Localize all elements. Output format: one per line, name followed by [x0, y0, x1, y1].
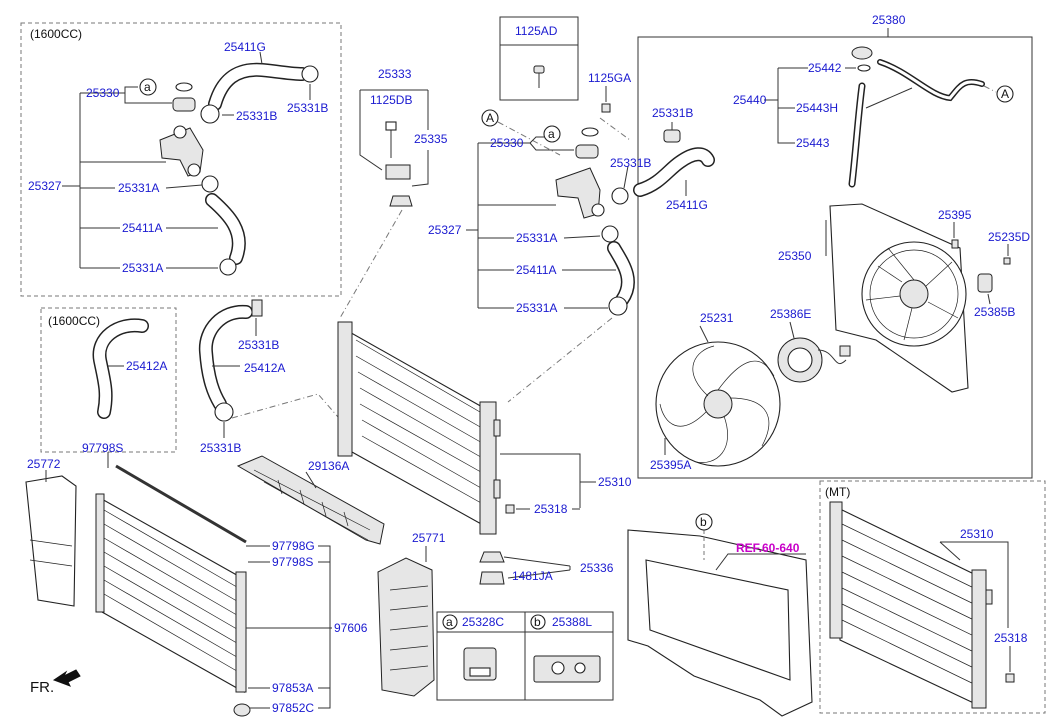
label-25412A-mid: 25412A — [126, 359, 167, 373]
label-25331B-left-1: 25331B — [236, 109, 277, 123]
label-25335: 25335 — [414, 132, 448, 146]
label-97606: 97606 — [334, 621, 368, 635]
label-mt: (MT) — [825, 485, 850, 499]
label-25327-left: 25327 — [28, 179, 62, 193]
group-fan-assembly — [637, 36, 1033, 479]
label-25330-right: 25330 — [490, 136, 524, 150]
label-25385B: 25385B — [974, 305, 1015, 319]
label-25395A: 25395A — [650, 458, 691, 472]
label-25386E: 25386E — [770, 307, 811, 321]
label-25328C: 25328C — [462, 615, 504, 629]
label-25440: 25440 — [733, 93, 767, 107]
circle-a-1: a — [144, 80, 151, 94]
label-25443: 25443 — [796, 136, 830, 150]
label-25395: 25395 — [938, 208, 972, 222]
label-25331B-right-2: 25331B — [610, 156, 651, 170]
label-1125GA: 1125GA — [588, 71, 631, 85]
circle-A-2: A — [1001, 87, 1009, 101]
label-25350: 25350 — [778, 249, 812, 263]
circle-a-3: a — [446, 615, 453, 629]
label-25772: 25772 — [27, 457, 61, 471]
label-29136A: 29136A — [308, 459, 349, 473]
label-25331A-left-2: 25331A — [122, 261, 163, 275]
label-25330-left: 25330 — [86, 86, 120, 100]
label-97798S-top: 97798S — [82, 441, 123, 455]
label-25331A-left-1: 25331A — [118, 181, 159, 195]
group-1600cc-top — [20, 22, 342, 297]
group-mt — [819, 480, 1046, 714]
circle-a-2: a — [548, 127, 555, 141]
circle-b-1: b — [534, 615, 541, 629]
label-25318-mt: 25318 — [994, 631, 1028, 645]
label-25310-center: 25310 — [598, 475, 632, 489]
label-25331B-mid-1: 25331B — [238, 338, 279, 352]
label-25380: 25380 — [872, 13, 906, 27]
label-1600cc-top: (1600CC) — [30, 27, 82, 41]
label-25331B-right-1: 25331B — [652, 106, 693, 120]
label-1481JA: 1481JA — [512, 569, 553, 583]
label-97852C: 97852C — [272, 701, 314, 715]
label-25411A-right: 25411A — [516, 263, 556, 277]
label-25331B-mid-2: 25331B — [200, 441, 241, 455]
label-25231: 25231 — [700, 311, 734, 325]
box-1125ad — [499, 16, 579, 101]
label-25327-right: 25327 — [428, 223, 462, 237]
label-25443H: 25443H — [796, 101, 838, 115]
label-97798G: 97798G — [272, 539, 315, 553]
label-97798S-bottom: 97798S — [272, 555, 313, 569]
label-25331A-right-2: 25331A — [516, 301, 557, 315]
circle-A-1: A — [486, 111, 494, 125]
label-25318-center: 25318 — [534, 502, 568, 516]
label-front: FR. — [30, 679, 54, 696]
label-25333: 25333 — [378, 67, 412, 81]
label-97853A: 97853A — [272, 681, 313, 695]
label-25310-mt: 25310 — [960, 527, 994, 541]
label-25235D: 25235D — [988, 230, 1030, 244]
label-25412A-standalone: 25412A — [244, 361, 285, 375]
label-1600cc-mid: (1600CC) — [48, 314, 100, 328]
label-25388L: 25388L — [552, 615, 592, 629]
label-1125AD: 1125AD — [515, 24, 558, 38]
label-25331A-right-1: 25331A — [516, 231, 557, 245]
label-25771: 25771 — [412, 531, 446, 545]
label-25331B-left-2: 25331B — [287, 101, 328, 115]
circle-b-2: b — [700, 515, 707, 529]
label-25336: 25336 — [580, 561, 614, 575]
front-arrow-icon — [52, 669, 81, 687]
label-25442: 25442 — [808, 61, 842, 75]
label-25411G-left: 25411G — [224, 40, 266, 54]
label-ref-60-640: REF.60-640 — [736, 541, 800, 555]
label-25411A-left: 25411A — [122, 221, 162, 235]
label-1125DB: 1125DB — [370, 93, 412, 107]
label-25411G-right: 25411G — [666, 198, 708, 212]
